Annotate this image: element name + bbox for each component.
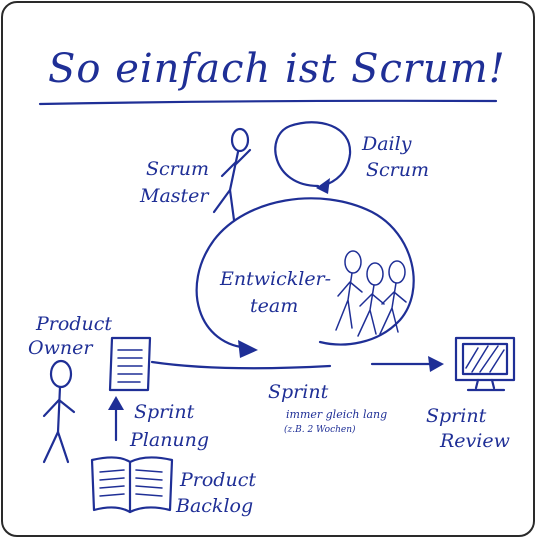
dev-team-label-2: team <box>250 295 298 317</box>
sprint-timeline <box>150 360 332 370</box>
review-arrowhead-icon <box>428 356 444 372</box>
sprint-planning-label-2: Planung <box>129 429 209 451</box>
daily-scrum-arrowhead-icon <box>316 178 330 194</box>
product-backlog-label-2: Backlog <box>175 495 253 517</box>
dev-team-figure-3-icon <box>379 260 407 335</box>
dev-team-label-1: Entwickler- <box>219 268 331 290</box>
dev-team-figure-1-icon <box>335 250 363 331</box>
daily-scrum-label-2: Scrum <box>366 159 429 181</box>
scrum-master-figure-icon <box>212 127 252 222</box>
page-title: So einfach ist Scrum! <box>48 46 506 92</box>
daily-scrum-loop <box>274 121 352 194</box>
product-owner-label-1: Product <box>35 313 112 335</box>
product-owner-figure-icon <box>42 359 76 464</box>
sprint-review-monitor-icon <box>454 336 516 392</box>
sprint-note: immer gleich lang <box>286 408 387 421</box>
sprint-review-label-1: Sprint <box>426 405 487 427</box>
product-backlog-label-1: Product <box>179 469 256 491</box>
title-underline <box>38 99 498 106</box>
sprint-example: (z.B. 2 Wochen) <box>284 424 356 435</box>
planning-arrowhead-icon <box>108 396 124 410</box>
product-owner-label-2: Owner <box>28 337 94 359</box>
sprint-planning-label-1: Sprint <box>134 401 195 423</box>
sprint-backlog-document-icon <box>108 336 152 392</box>
scrum-master-label-1: Scrum <box>146 158 209 180</box>
sprint-cycle-loop <box>195 197 415 358</box>
scrum-master-label-2: Master <box>139 185 210 207</box>
daily-scrum-label-1: Daily <box>361 133 412 155</box>
dev-team-figure-2-icon <box>357 262 385 337</box>
sprint-cycle-arrowhead-icon <box>238 340 258 358</box>
sprint-review-label-2: Review <box>439 430 510 452</box>
sprint-label: Sprint <box>268 381 329 403</box>
product-backlog-book-icon <box>90 456 174 514</box>
